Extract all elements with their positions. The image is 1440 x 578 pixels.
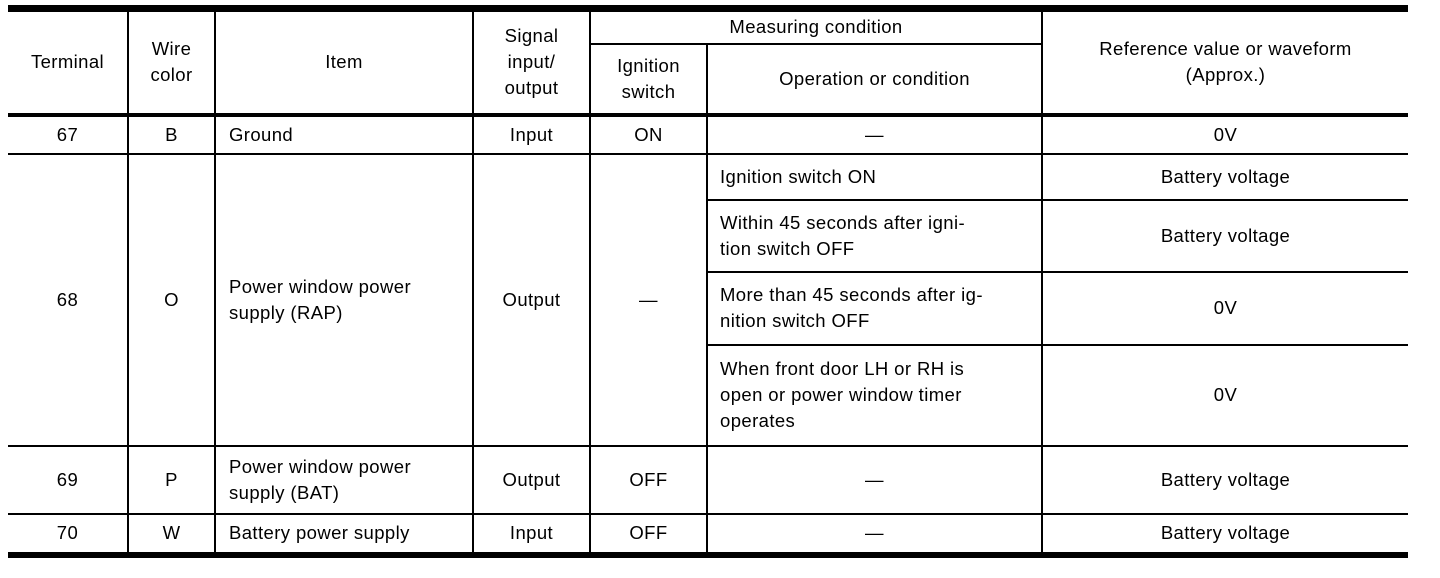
table-row-terminal-68: 68 O Power window power supply (RAP) Out…	[8, 152, 1409, 447]
cell-signal-io: Input	[472, 512, 591, 556]
cell-item: Power window power supply (BAT)	[214, 444, 474, 515]
cell-item: Power window power supply (RAP)	[214, 152, 474, 447]
table-row-terminal-68-condition-2: Within 45 seconds after igni- tion switc…	[8, 198, 1409, 273]
cell-item: Ground	[214, 113, 474, 155]
header-row-sub: Ignition switch Operation or condition	[8, 42, 1408, 117]
cell-wire-color: P	[127, 444, 216, 515]
cell-operation: When front door LH or RH is open or powe…	[705, 343, 1044, 447]
column-header-wire-color: Wire color	[127, 7, 216, 117]
cell-terminal: 70	[8, 512, 129, 556]
cell-operation: Within 45 seconds after igni- tion switc…	[705, 198, 1044, 273]
header-row-main: Terminal Wire color Item Signal input/ o…	[8, 7, 1409, 117]
table-body: 67 B Ground Input ON — 0V 68 O Power win…	[8, 113, 1409, 556]
cell-signal-io: Output	[472, 152, 591, 447]
column-header-signal-io: Signal input/ output	[472, 7, 591, 117]
cell-terminal: 69	[8, 444, 129, 515]
terminal-spec-table: Terminal Wire color Item Signal input/ o…	[8, 5, 1409, 558]
cell-ignition-switch: ON	[589, 113, 708, 155]
cell-item: Battery power supply	[214, 512, 474, 556]
table-row-terminal-69: 69 P Power window power supply (BAT) Out…	[8, 444, 1409, 515]
table-row-terminal-67: 67 B Ground Input ON — 0V	[8, 113, 1409, 155]
column-header-reference-value: Reference value or waveform (Approx.)	[1041, 7, 1409, 117]
table-header: Terminal Wire color Item Signal input/ o…	[8, 7, 1409, 117]
cell-ignition-switch: —	[589, 152, 708, 447]
column-header-operation-or-condition: Operation or condition	[705, 42, 1044, 117]
table-row-terminal-68-condition-3: More than 45 seconds after ig- nition sw…	[8, 270, 1409, 346]
column-header-ignition-switch: Ignition switch	[589, 42, 708, 117]
column-header-item: Item	[214, 7, 474, 117]
cell-wire-color: W	[127, 512, 216, 556]
cell-terminal: 68	[8, 152, 129, 447]
cell-reference: 0V	[1041, 270, 1409, 346]
table-row-terminal-68-condition-4: When front door LH or RH is open or powe…	[8, 343, 1409, 447]
cell-ignition-switch: OFF	[589, 512, 708, 556]
cell-reference: 0V	[1041, 343, 1409, 447]
column-header-measuring-condition: Measuring condition	[588, 7, 1044, 45]
cell-operation: Ignition switch ON	[705, 152, 1044, 201]
cell-operation: —	[705, 512, 1044, 556]
cell-operation: More than 45 seconds after ig- nition sw…	[705, 270, 1044, 346]
cell-operation: —	[705, 113, 1044, 155]
cell-signal-io: Input	[472, 113, 591, 155]
cell-ignition-switch: OFF	[589, 444, 708, 515]
cell-wire-color: O	[127, 152, 216, 447]
cell-reference: Battery voltage	[1041, 512, 1409, 556]
cell-signal-io: Output	[472, 444, 591, 515]
cell-reference: Battery voltage	[1041, 444, 1409, 515]
cell-reference: Battery voltage	[1041, 198, 1409, 273]
cell-wire-color: B	[127, 113, 216, 155]
table-row-terminal-70: 70 W Battery power supply Input OFF — Ba…	[8, 512, 1409, 556]
column-header-terminal: Terminal	[8, 7, 129, 117]
cell-terminal: 67	[8, 113, 129, 155]
cell-operation: —	[705, 444, 1044, 515]
cell-reference: Battery voltage	[1041, 152, 1409, 201]
cell-reference: 0V	[1041, 113, 1409, 155]
